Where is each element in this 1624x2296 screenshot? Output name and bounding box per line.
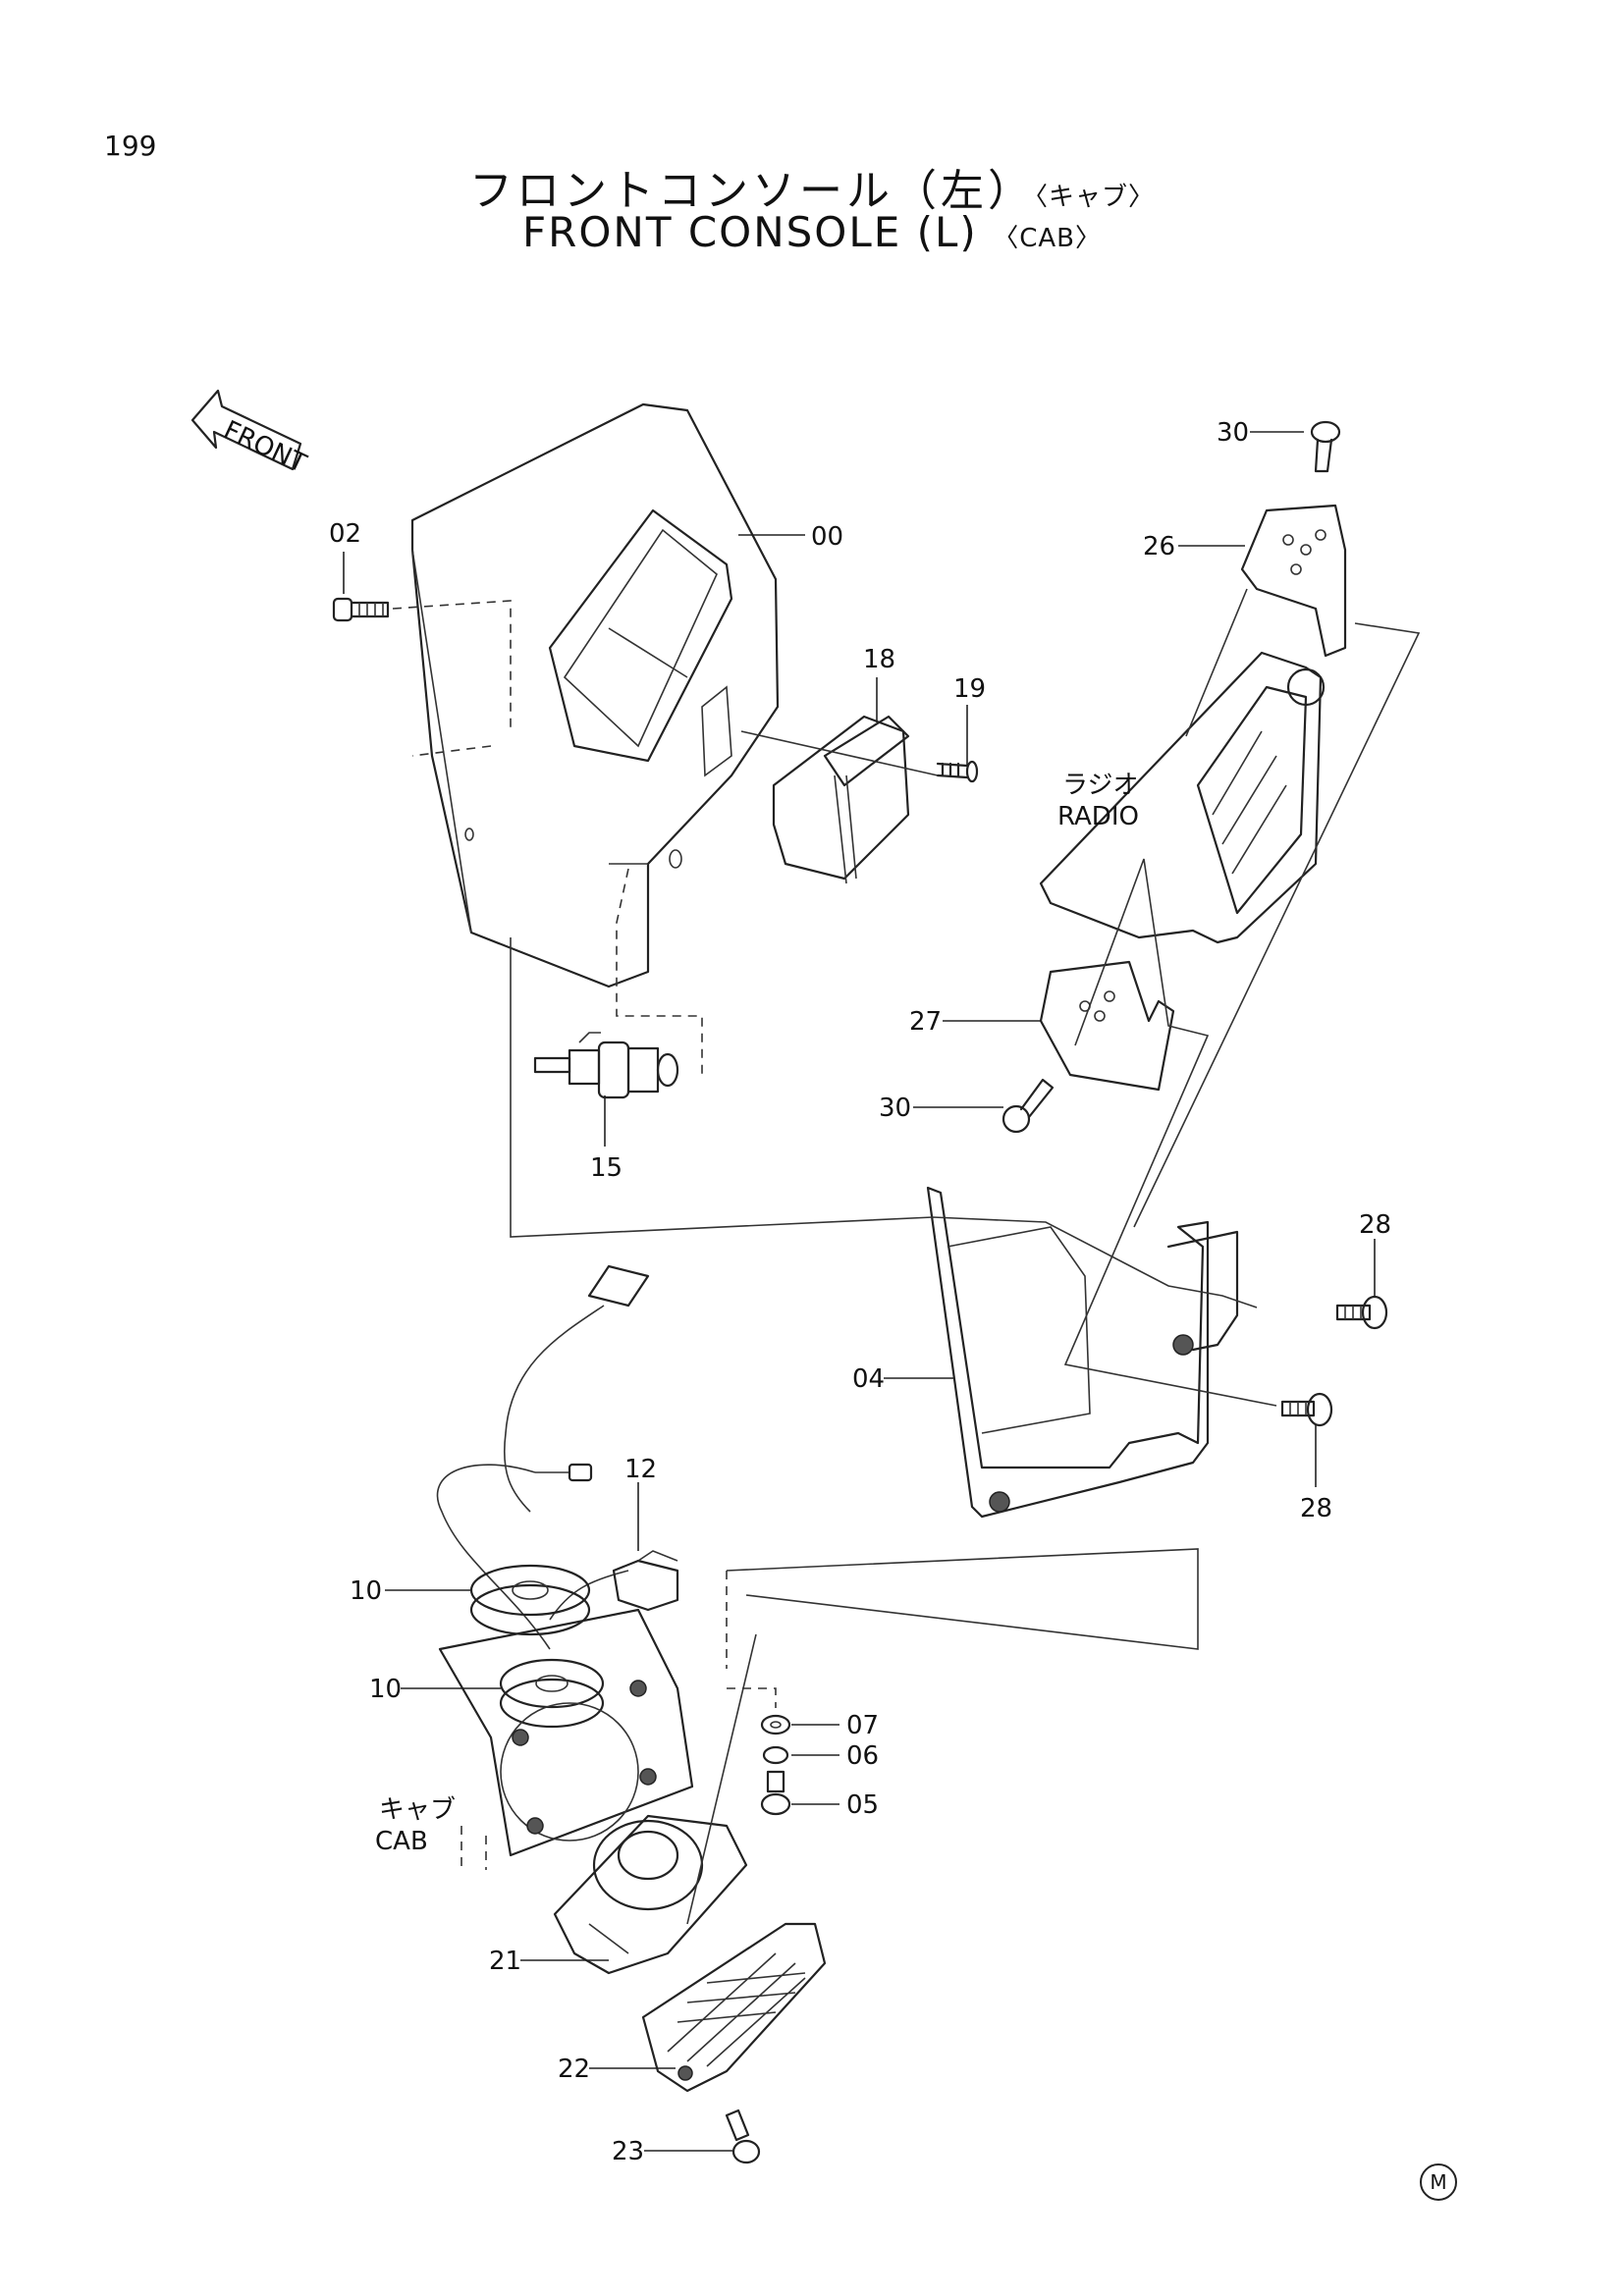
cab-label-jp: キャブ: [379, 1795, 456, 1825]
cap-18-icon: [772, 715, 910, 884]
label-05: 05: [846, 1790, 879, 1820]
front-arrow-icon: FRONT: [190, 389, 310, 479]
label-26: 26: [1143, 532, 1175, 561]
frame-04-icon: [926, 1186, 1239, 1519]
lock-washer-06-icon: [762, 1745, 789, 1765]
screw-30-upper-icon: [1310, 420, 1341, 473]
label-00: 00: [811, 522, 843, 552]
cab-label-en: CAB: [375, 1827, 428, 1856]
bolt-28-upper-icon: [1335, 1295, 1388, 1330]
switch-15-icon: [533, 1032, 679, 1099]
label-10-lower: 10: [369, 1675, 402, 1704]
leader-lines: [343, 431, 1376, 2152]
label-21: 21: [489, 1947, 521, 1976]
bracket-27-icon: [1039, 960, 1175, 1092]
screw-30-lower-icon: [1001, 1078, 1055, 1134]
page-number: 199: [104, 130, 157, 162]
grille-22-icon: [641, 1922, 827, 2093]
title-jp-sub: 〈キャブ〉: [1034, 183, 1155, 212]
label-22: 22: [558, 2055, 590, 2084]
label-30-upper: 30: [1217, 418, 1249, 448]
label-23: 23: [612, 2137, 644, 2166]
screw-23-icon: [725, 2109, 761, 2164]
label-27: 27: [909, 1007, 942, 1037]
label-04: 04: [852, 1364, 885, 1394]
assembly-lines: [392, 588, 1421, 1925]
label-19: 19: [953, 674, 986, 704]
label-12: 12: [624, 1455, 657, 1484]
label-18: 18: [863, 645, 895, 674]
label-07: 07: [846, 1711, 879, 1740]
radio-label-en: RADIO: [1057, 802, 1139, 831]
label-02: 02: [329, 519, 361, 549]
bolt-05-icon: [760, 1770, 791, 1816]
label-15: 15: [590, 1153, 623, 1183]
label-28-lower: 28: [1300, 1494, 1332, 1523]
title-en: FRONT CONSOLE (L) 〈CAB〉: [522, 208, 1102, 256]
label-28-upper: 28: [1359, 1210, 1391, 1240]
cab-panel-icon: [438, 1608, 694, 1870]
ring-10-lower-icon: [499, 1658, 605, 1729]
harness-wire-icon: [436, 1264, 650, 1650]
label-06: 06: [846, 1741, 879, 1771]
screw-19-icon: [936, 760, 979, 783]
radio-label-jp: ラジオ: [1062, 771, 1138, 800]
title-en-sub: 〈CAB〉: [993, 224, 1102, 253]
bracket-26-icon: [1240, 504, 1347, 658]
front-arrow-label: FRONT: [219, 415, 310, 479]
label-10-upper: 10: [350, 1576, 382, 1606]
bolt-02-icon: [332, 597, 390, 622]
washer-07-icon: [760, 1714, 791, 1735]
label-30-lower: 30: [879, 1094, 911, 1123]
console-cover-00: [410, 402, 780, 988]
connector-12-icon: [612, 1550, 679, 1612]
title-jp: フロントコンソール（左）〈キャブ〉: [468, 166, 1155, 216]
bolt-28-lower-icon: [1280, 1392, 1333, 1427]
radio-icon: [1039, 651, 1326, 944]
corner-mark-icon: M: [1420, 2163, 1457, 2201]
